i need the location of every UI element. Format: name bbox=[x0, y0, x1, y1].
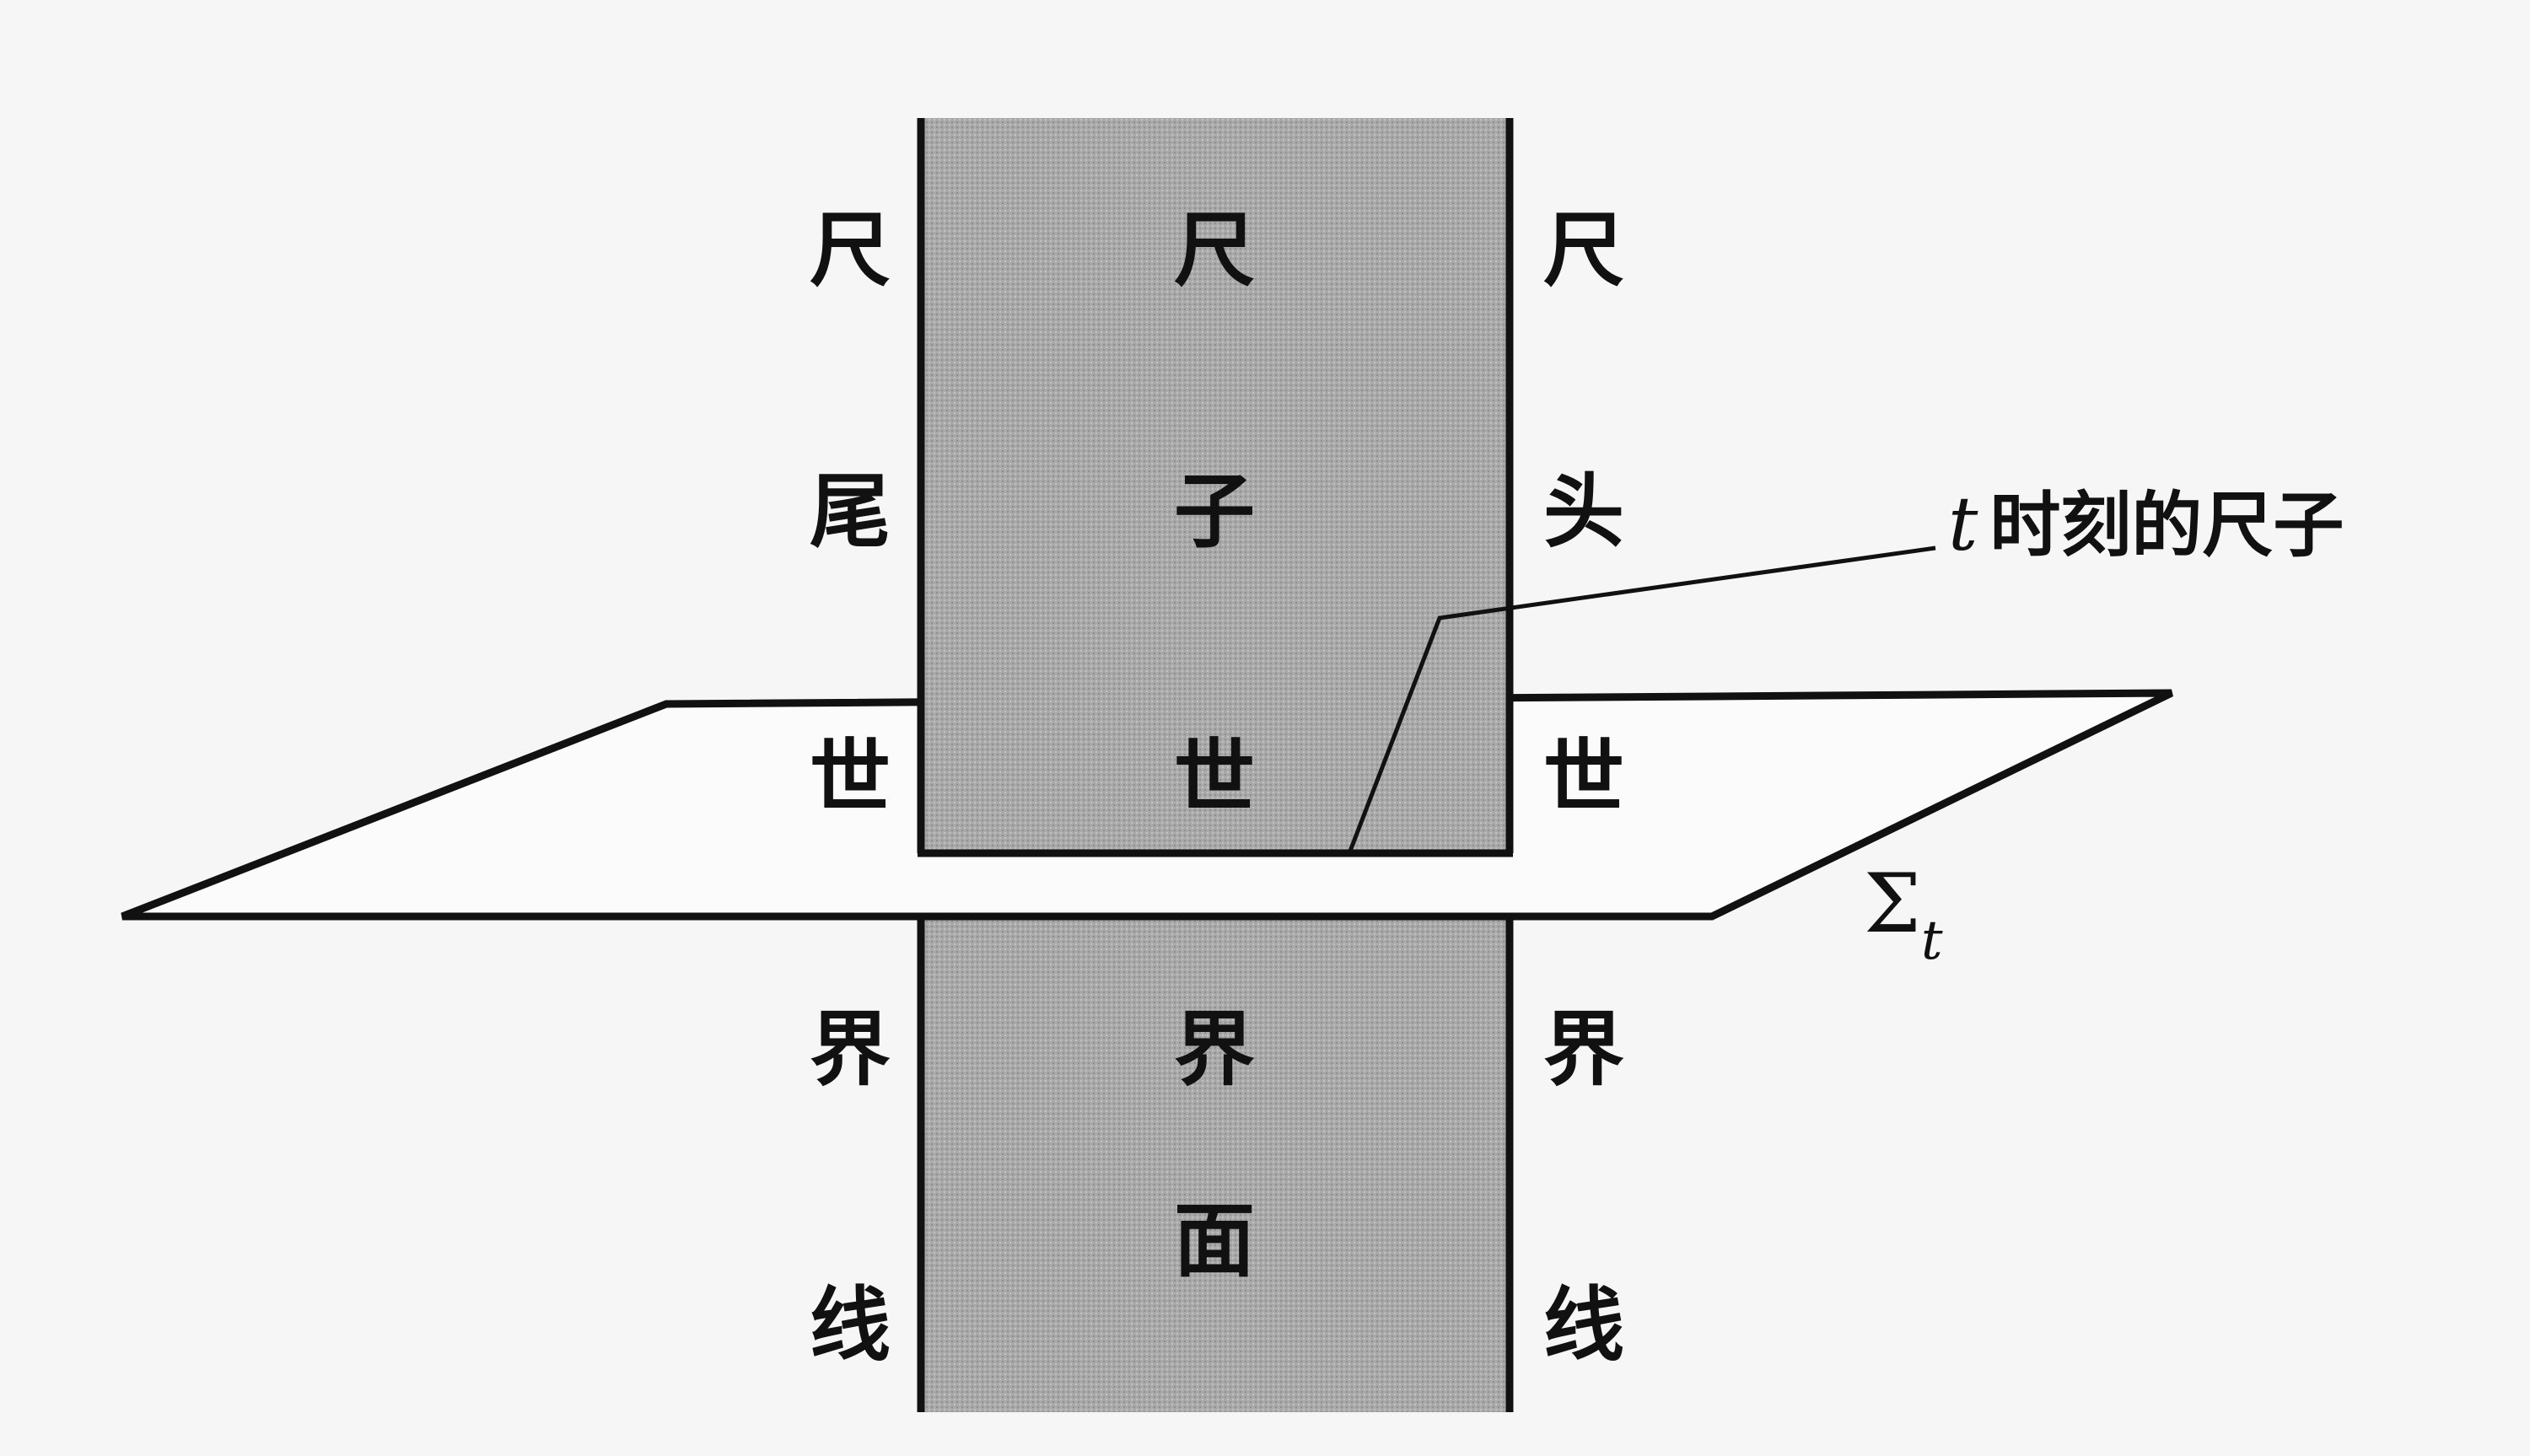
tail-label-char-1: 尺 bbox=[810, 203, 891, 298]
head-label-char-5: 线 bbox=[1543, 1278, 1624, 1373]
sheet-label-char-1: 尺 bbox=[1174, 203, 1255, 298]
sheet-label-char-2: 子 bbox=[1174, 465, 1255, 559]
callout-leader-line bbox=[1347, 545, 1936, 854]
sheet-label-char-3: 世 bbox=[1174, 730, 1255, 825]
callout-text: 时刻的尺子 bbox=[1989, 484, 2344, 567]
slice-label-subscript: t bbox=[1921, 910, 1943, 972]
head-label-char-4: 界 bbox=[1543, 1002, 1624, 1097]
tail-label-char-5: 线 bbox=[810, 1278, 891, 1373]
head-label-char-1: 尺 bbox=[1543, 203, 1624, 298]
callout-variable: t bbox=[1948, 481, 1978, 567]
slice-label-symbol: Σ bbox=[1864, 857, 1921, 951]
head-label-char-3: 世 bbox=[1543, 730, 1624, 825]
tail-label-char-4: 界 bbox=[810, 1002, 891, 1097]
tail-label-char-2: 尾 bbox=[810, 465, 891, 559]
sheet-label-char-4: 界 bbox=[1174, 1002, 1255, 1097]
sheet-label-char-5: 面 bbox=[1174, 1194, 1255, 1288]
tail-label-char-3: 世 bbox=[810, 730, 891, 825]
worldsheet-upper bbox=[921, 118, 1510, 853]
worldsheet-lower bbox=[921, 919, 1510, 1412]
slice-label: Σt bbox=[1864, 857, 1943, 972]
head-label-char-2: 头 bbox=[1543, 465, 1624, 559]
